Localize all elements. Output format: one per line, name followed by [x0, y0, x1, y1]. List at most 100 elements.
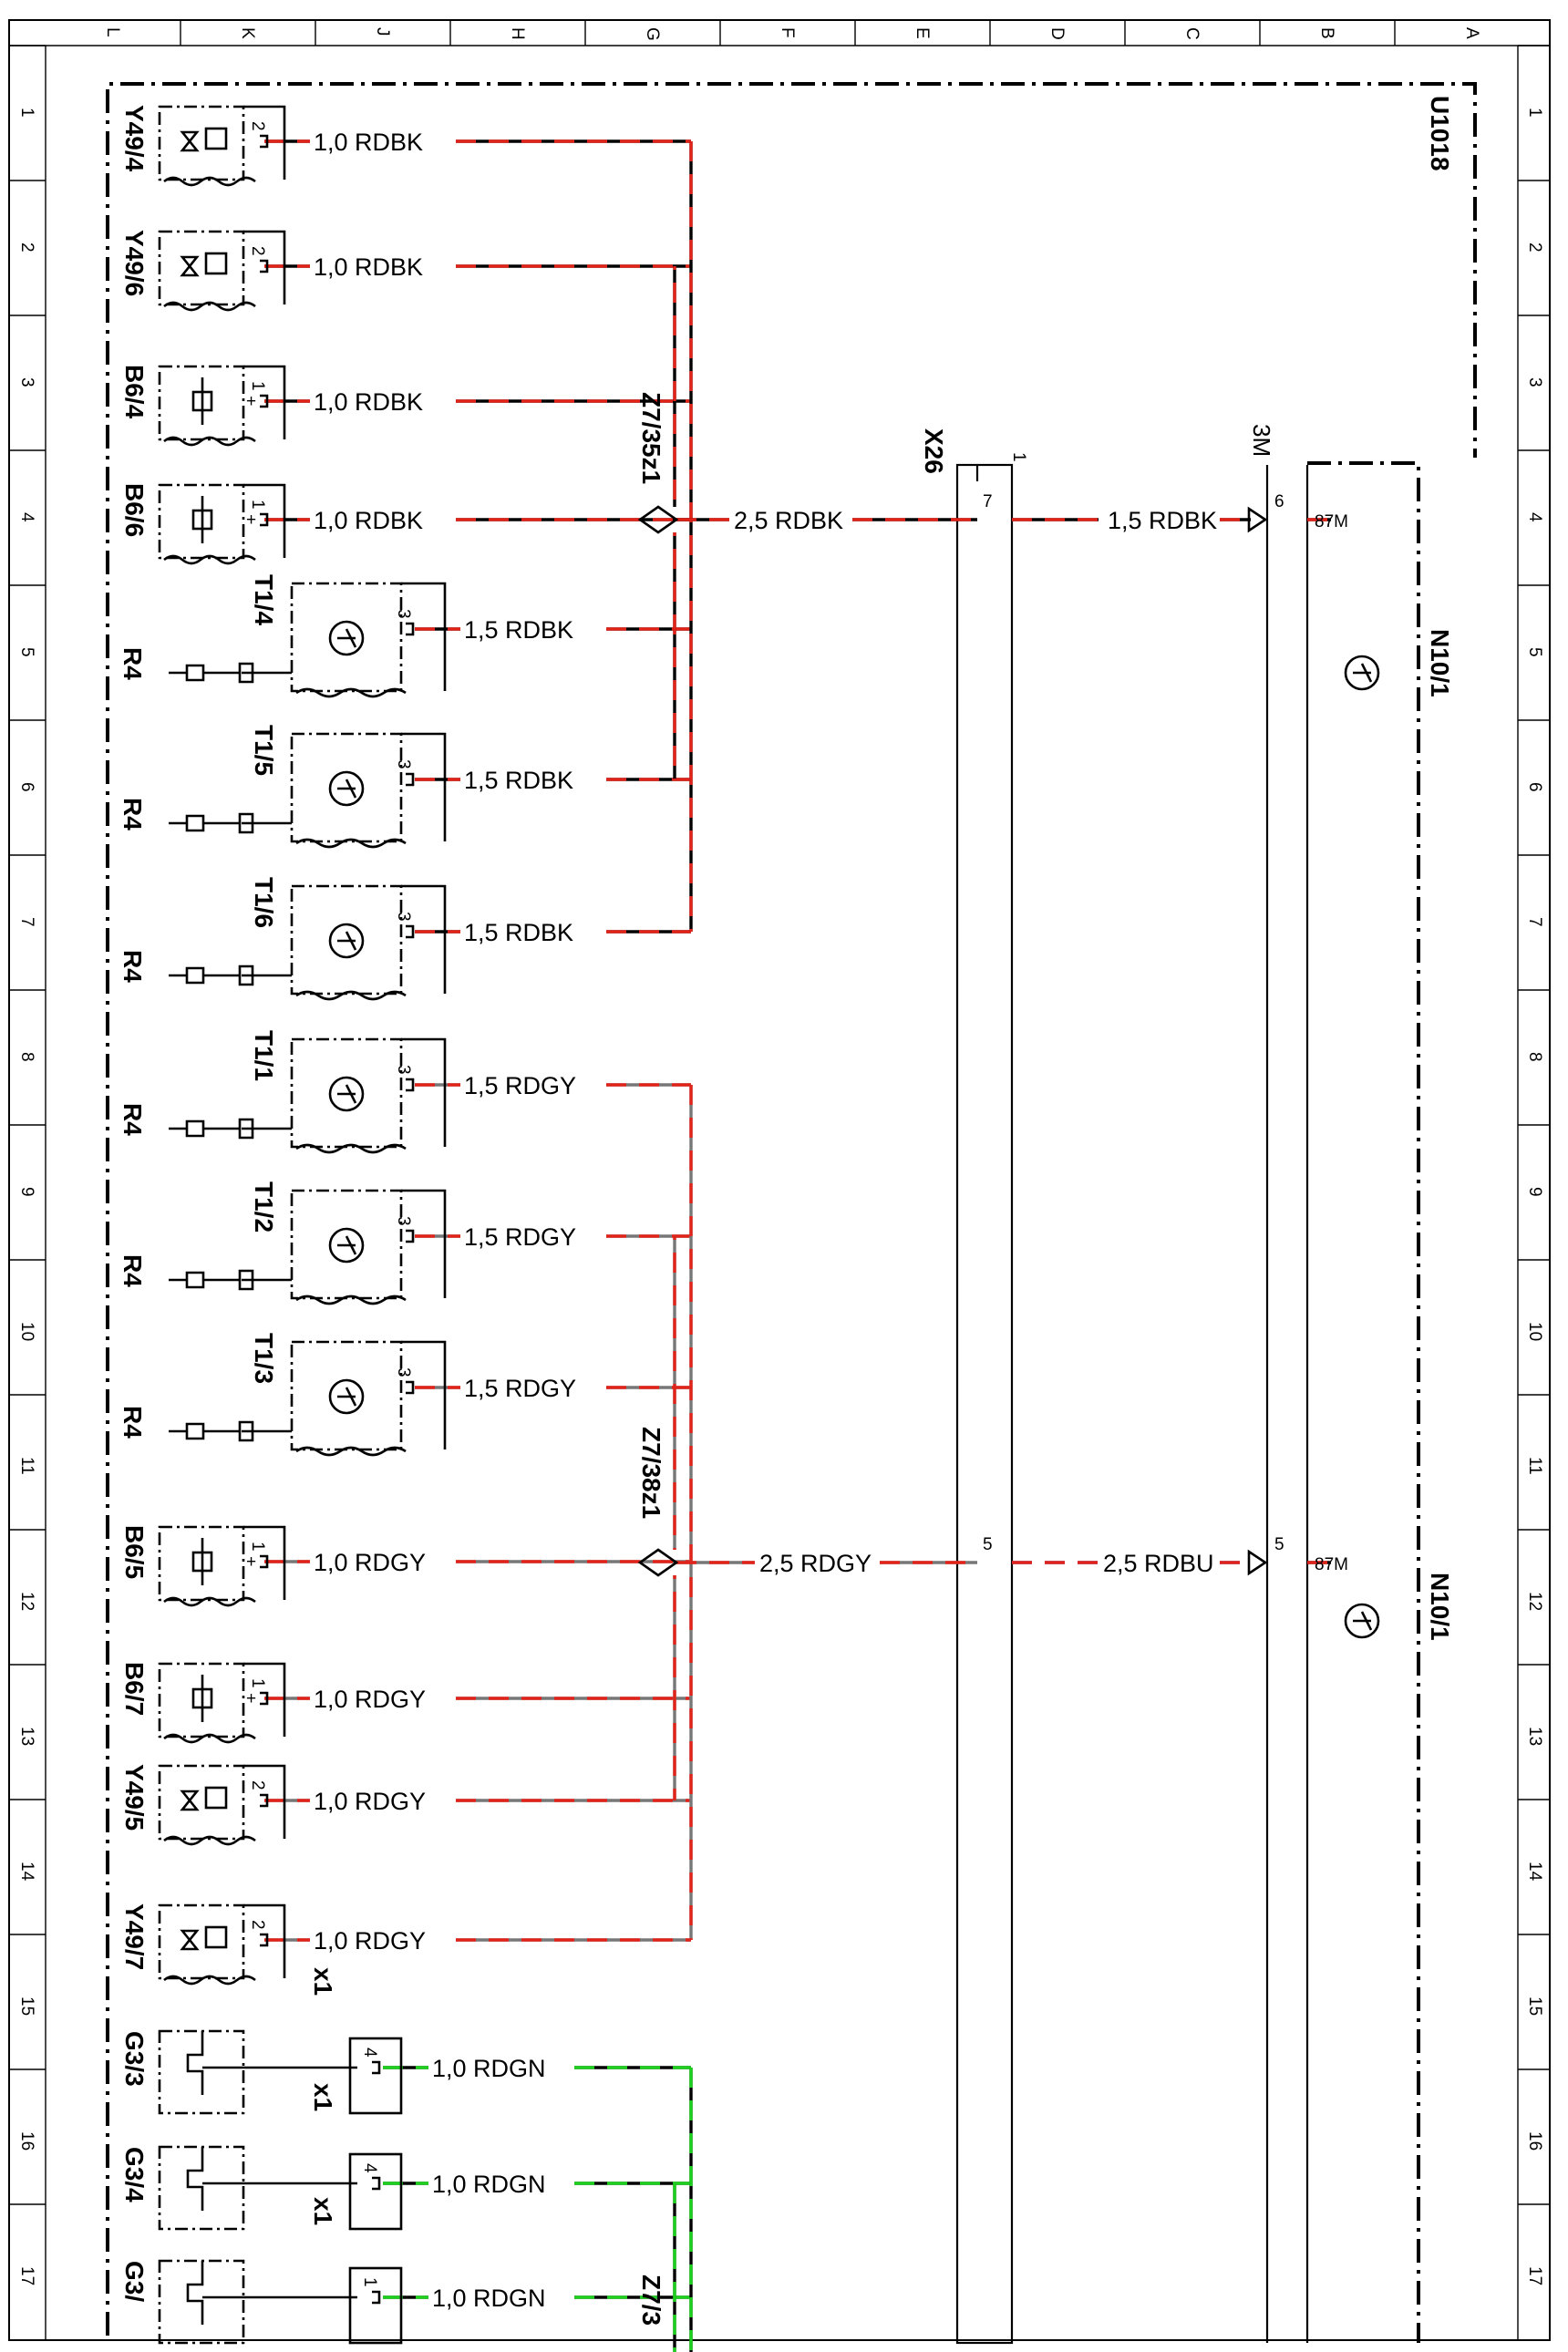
wire-label: 1,0 RDGY: [314, 1549, 426, 1576]
x26-label: X26: [920, 428, 948, 474]
component-name: G3/3: [120, 2031, 149, 2087]
connector-x26: X26 1: [920, 428, 1028, 2345]
row-number: 16: [17, 2131, 36, 2151]
pin-number: 3: [394, 1216, 413, 1226]
column-letter: A: [1462, 27, 1481, 39]
row-number: 4: [17, 512, 36, 522]
pin-number: 3: [394, 912, 413, 922]
pin-number: 4: [360, 2048, 379, 2058]
wire-harness: [264, 139, 1331, 2352]
pin-number: 1: [248, 1678, 267, 1688]
splice-z7-35z1: Z7/35z1: [637, 392, 679, 534]
row-number: 6: [1525, 782, 1544, 792]
splice-label: Z7/38z1: [637, 1427, 665, 1519]
row-number: 16: [1525, 2131, 1544, 2151]
svg-text:+: +: [246, 1553, 256, 1572]
3m-terminal: 87M: [1315, 512, 1348, 531]
column-letter: B: [1317, 27, 1336, 39]
splice-label: Z7/35z1: [637, 392, 665, 484]
svg-text:+: +: [246, 511, 256, 530]
component-y49-6: Y49/6 2 1,0 RDBK: [120, 230, 423, 312]
row-number: 7: [1525, 917, 1544, 927]
wire-label: 1,0 RDGY: [314, 1686, 426, 1713]
wire-label: 1,0 RDGY: [314, 1927, 426, 1955]
wire-label: 1,5 RDGY: [464, 1223, 576, 1251]
component-name: B6/6: [120, 483, 149, 537]
component-name: T1/4: [250, 574, 278, 625]
sub-pin-label: x1: [309, 2197, 337, 2225]
column-letter: D: [1047, 27, 1067, 40]
wire-label: 1,0 RDBK: [314, 507, 423, 534]
splice-z7-38z1: Z7/38z1: [637, 1427, 679, 1577]
row-number: 11: [1525, 1457, 1544, 1475]
resistor-label: R4: [119, 798, 147, 830]
row-number: 9: [1525, 1187, 1544, 1197]
row-number: 1: [17, 108, 36, 118]
component-name: Y49/6: [120, 230, 149, 296]
column-letter: H: [508, 27, 527, 40]
component-name: Y49/7: [120, 1903, 149, 1970]
x26-top-pin: 1: [1009, 452, 1028, 462]
column-letter: J: [373, 27, 392, 36]
component-name: B6/4: [120, 365, 149, 419]
pin-number: 1: [248, 1542, 267, 1552]
pin-number: 3: [394, 1065, 413, 1075]
row-number: 10: [17, 1322, 36, 1341]
n10-label: N10/1: [1426, 1573, 1454, 1641]
x26-pin: 7: [983, 492, 993, 511]
row-number: 8: [1525, 1052, 1544, 1062]
wire-label: 1,5 RDBK: [464, 919, 573, 946]
3m-label: 3M: [1248, 424, 1275, 457]
row-number: 4: [1525, 512, 1544, 522]
resistor-label: R4: [119, 1406, 147, 1439]
pin-number: 2: [248, 246, 267, 256]
column-letter: E: [913, 27, 932, 39]
row-number: 14: [1525, 1862, 1544, 1882]
component-y49-7: Y49/7 2 1,0 RDGY: [120, 1903, 426, 1986]
row-number: 15: [17, 1996, 36, 2016]
wire-label: 1,0 RDGN: [432, 2171, 546, 2198]
component-name: G3/4: [120, 2147, 149, 2202]
component-name: T1/1: [250, 1030, 278, 1081]
component-list: Y49/4 2 1,0 RDBK Y49/6 2 1,0 RDBK + B6/4 1 1,0 RD…: [119, 105, 576, 2345]
pin-number: 2: [248, 1920, 267, 1930]
resistor-label: R4: [119, 647, 147, 680]
splice-label: Z7/3: [637, 2275, 665, 2326]
resistor-label: R4: [119, 1103, 147, 1136]
svg-text:+: +: [246, 1689, 256, 1708]
pin-number: 1: [248, 381, 267, 391]
row-number: 17: [17, 2266, 36, 2285]
wire-label: 1,0 RDGN: [432, 2285, 546, 2312]
row-number: 2: [1525, 242, 1544, 253]
wire-label: 1,0 RDBK: [314, 253, 423, 281]
module-label: U1018: [1426, 96, 1454, 171]
wire-label: 2,5 RDGY: [759, 1550, 872, 1577]
wire-label: 1,0 RDBK: [314, 129, 423, 156]
column-letter: K: [238, 27, 257, 39]
component-name: T1/5: [250, 725, 278, 776]
row-number: 8: [17, 1052, 36, 1062]
component-name: T1/6: [250, 877, 278, 928]
component-name: Y49/4: [120, 105, 149, 172]
row-number: 9: [17, 1187, 36, 1197]
n10-border: [1307, 461, 1420, 2343]
wire-label: 1,5 RDGY: [464, 1072, 576, 1099]
row-number: 3: [1525, 377, 1544, 387]
column-letter: L: [103, 27, 122, 37]
n10-unit-upper: N10/1: [1344, 629, 1454, 697]
row-number: 11: [17, 1457, 36, 1475]
resistor-label: R4: [119, 1254, 147, 1287]
wire-label: 1,0 RDGY: [314, 1788, 426, 1815]
